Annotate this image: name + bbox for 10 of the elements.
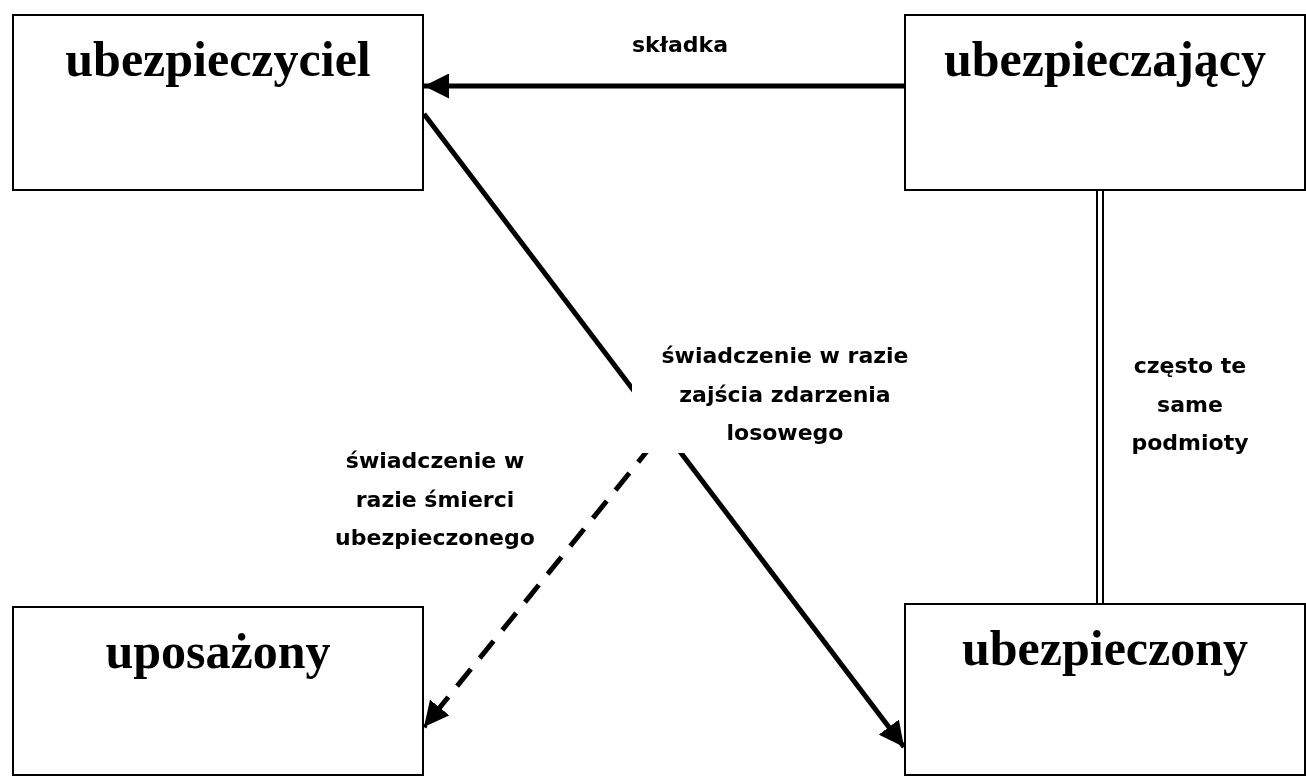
entity-box <box>904 603 1306 776</box>
entity-name: ubezpieczony <box>960 619 1250 677</box>
double-line <box>1096 190 1104 604</box>
entity-name: ubezpieczyciel <box>64 30 372 88</box>
arrow <box>424 73 904 99</box>
entity-box <box>904 14 1306 191</box>
entity-name: ubezpieczający <box>942 30 1268 88</box>
entity-box <box>12 14 424 191</box>
entity-box <box>12 606 424 776</box>
entity-name: uposażony <box>104 622 332 680</box>
